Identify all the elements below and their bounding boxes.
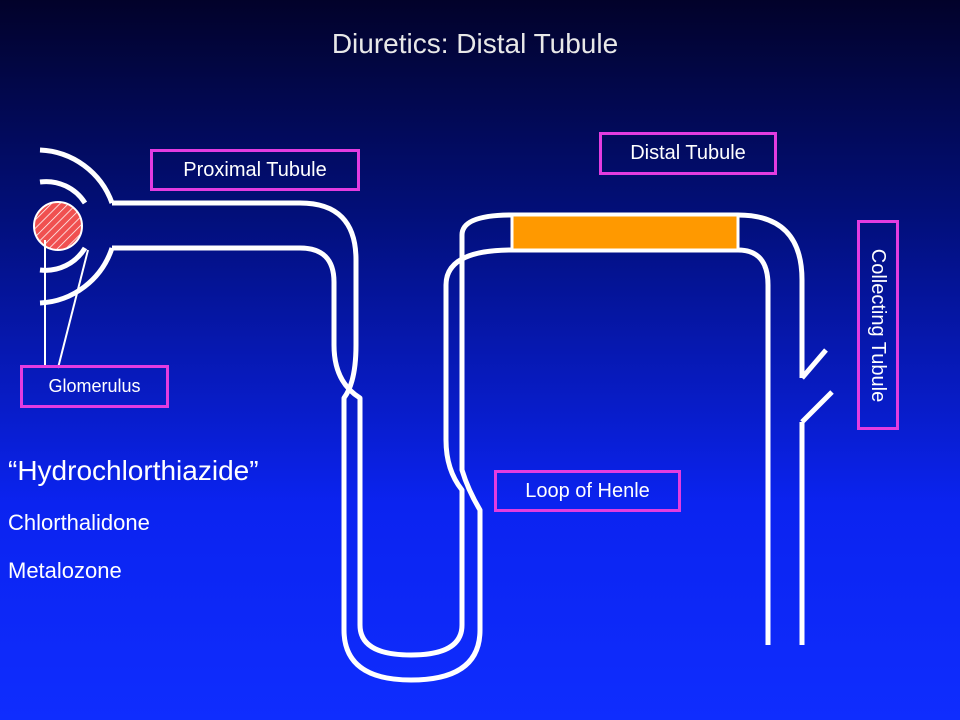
drug-hydrochlorthiazide: “Hydrochlorthiazide” bbox=[8, 455, 259, 486]
tubule-outer-wall bbox=[112, 200, 805, 683]
tubule-inner-wall bbox=[112, 245, 771, 658]
glomerulus-label: Glomerulus bbox=[20, 365, 169, 408]
glomerulus bbox=[33, 201, 83, 251]
distal-tubule-label: Distal Tubule bbox=[599, 132, 777, 175]
collecting-tubule-label: Collecting Tubule bbox=[857, 220, 899, 430]
drug-metalozone: Metalozone bbox=[8, 558, 122, 583]
collecting-tubule bbox=[799, 348, 834, 645]
glomerulus-pointer bbox=[44, 240, 89, 369]
collecting-tubule-label-text: Collecting Tubule bbox=[867, 248, 890, 402]
distal-tubule-highlight bbox=[510, 213, 740, 252]
slide-title: Diuretics: Distal Tubule bbox=[331, 28, 619, 59]
loop-of-henle-label: Loop of Henle bbox=[494, 470, 681, 512]
drug-chlorthalidone: Chlorthalidone bbox=[8, 510, 150, 535]
proximal-tubule-label: Proximal Tubule bbox=[150, 149, 360, 191]
bowmans-capsule bbox=[39, 147, 115, 306]
